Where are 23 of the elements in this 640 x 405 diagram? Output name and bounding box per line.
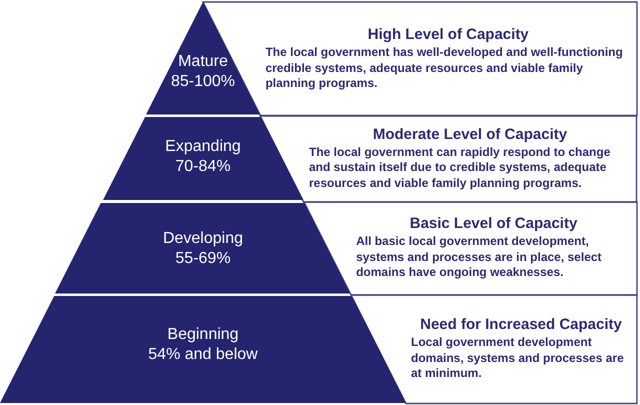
percentage-range: 55-69% [175, 249, 231, 269]
tier-name: Expanding [165, 137, 241, 157]
description-panel [259, 114, 638, 202]
percentage-range: 85-100% [170, 72, 236, 92]
capacity-description: The local government has well-developed and well-functioning credible systems, adequate resources and viable family planning programs. [265, 45, 624, 92]
tier-name: Mature [178, 52, 228, 72]
description-panel [302, 200, 638, 296]
tier-name: Beginning [167, 325, 239, 345]
pyramid-tier [102, 117, 304, 200]
description-panel [350, 294, 638, 404]
capacity-heading: High Level of Capacity [368, 26, 529, 44]
pyramid-tier [146, 2, 260, 114]
pyramid-tier [0, 296, 406, 403]
percentage-range: 70-84% [175, 157, 231, 177]
capacity-description: All basic local government development, systems and processes are in place, select domains have ongoing weaknesses. [356, 234, 603, 281]
tier-name: Developing [162, 229, 244, 249]
capacity-heading: Moderate Level of Capacity [372, 126, 568, 144]
capacity-heading: Need for Increased Capacity [420, 316, 622, 334]
capacity-description: The local government can rapidly respond to change and sustain itself due to credible systems, adequate resources and viable family planning programs. [308, 144, 612, 192]
capacity-description: Local government development domains, systems and processes are at minimum. [410, 335, 625, 382]
percentage-range: 54% and below [148, 345, 258, 365]
pyramid-tier [55, 203, 351, 294]
capacity-heading: Basic Level of Capacity [410, 215, 578, 234]
